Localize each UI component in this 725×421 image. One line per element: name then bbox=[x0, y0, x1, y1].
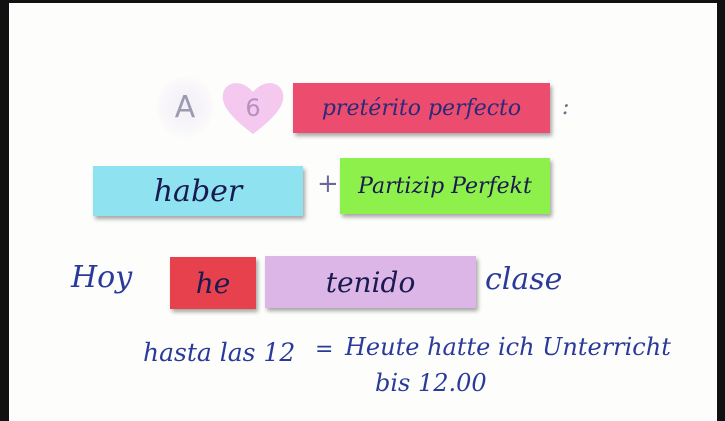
translation-line1: Heute hatte ich Unterricht bbox=[345, 333, 671, 361]
title-colon: : bbox=[562, 95, 570, 120]
letter-a-badge: A bbox=[157, 75, 213, 139]
plus-sign: + bbox=[317, 169, 339, 199]
letter-a-label: A bbox=[174, 89, 196, 125]
tenido-text: tenido bbox=[325, 265, 416, 299]
translation-left: hasta las 12 bbox=[143, 338, 296, 367]
hoy-word: Hoy bbox=[71, 260, 133, 295]
heart-icon: 6 bbox=[221, 78, 285, 138]
title-card: pretérito perfecto bbox=[293, 83, 550, 133]
haber-card: haber bbox=[93, 166, 303, 216]
he-card: he bbox=[170, 257, 256, 309]
haber-text: haber bbox=[153, 173, 243, 209]
title-text: pretérito perfecto bbox=[321, 95, 522, 121]
whiteboard: A 6 pretérito perfecto : haber + Partizi… bbox=[9, 3, 717, 421]
partizip-text: Partizip Perfekt bbox=[358, 173, 532, 199]
heart-shape bbox=[222, 83, 284, 134]
he-text: he bbox=[195, 266, 231, 300]
tenido-card: tenido bbox=[265, 256, 476, 308]
translation-line2: bis 12.00 bbox=[375, 369, 487, 397]
heart-number: 6 bbox=[245, 94, 261, 122]
partizip-card: Partizip Perfekt bbox=[340, 158, 550, 214]
clase-word: clase bbox=[485, 262, 563, 297]
translation-equals: = bbox=[315, 337, 334, 362]
